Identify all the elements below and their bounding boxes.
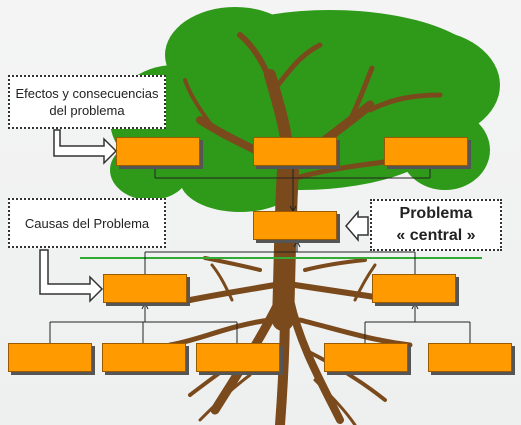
cause-box-1 xyxy=(103,274,187,303)
central-problem-label-box: Problema « central » xyxy=(370,199,502,251)
subcause-box-4 xyxy=(324,343,408,372)
effect-box-2 xyxy=(253,137,337,166)
tree-canopy xyxy=(110,7,500,212)
effect-box-3 xyxy=(384,137,468,166)
effects-label-line2: del problema xyxy=(49,103,125,118)
cause-box-2 xyxy=(372,274,456,303)
central-problem-box xyxy=(253,211,337,240)
effect-box-1 xyxy=(116,137,200,166)
central-label-line1: Problema xyxy=(399,205,473,222)
effects-label-line1: Efectos y consecuencias xyxy=(15,86,159,101)
central-label-line2: « central » xyxy=(396,227,476,244)
causes-label: Causas del Problema xyxy=(24,215,150,231)
causes-arrow xyxy=(39,249,104,303)
subcause-box-3 xyxy=(196,343,280,372)
subcause-box-5 xyxy=(428,343,512,372)
causes-label-box: Causas del Problema xyxy=(8,198,166,248)
subcause-box-2 xyxy=(102,343,186,372)
central-arrow xyxy=(345,209,369,243)
subcause-box-1 xyxy=(8,343,92,372)
effects-arrow xyxy=(53,129,118,165)
connector-lines xyxy=(49,166,471,343)
effects-label-box: Efectos y consecuencias del problema xyxy=(8,75,166,129)
